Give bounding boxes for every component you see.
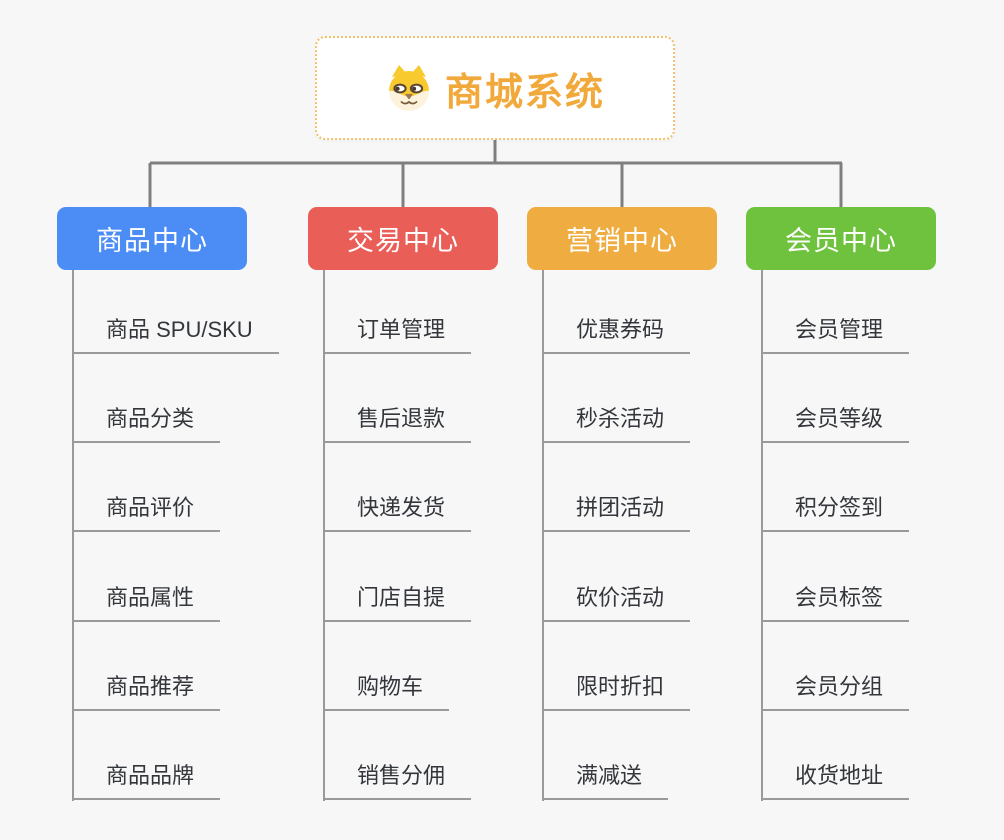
root-title: 商城系统 [444, 71, 605, 114]
leaf-item[interactable]: 购物车 [325, 671, 450, 711]
leaf-item[interactable]: 满减送 [544, 760, 669, 800]
leaf-item[interactable]: 商品 SPU/SKU [74, 314, 279, 354]
leaf-item[interactable]: 会员分组 [763, 671, 910, 711]
branch-label-marketing-center: 营销中心 [566, 226, 678, 256]
leaf-column-product: 商品 SPU/SKU 商品分类商品评价商品属性商品推荐商品品牌 [72, 270, 279, 801]
leaf-item[interactable]: 会员管理 [763, 314, 910, 354]
branch-node-trade-center[interactable]: 交易中心 [308, 207, 498, 270]
leaf-item[interactable]: 快递发货 [325, 492, 472, 533]
leaf-item[interactable]: 商品评价 [74, 492, 221, 533]
branch-label-member-center: 会员中心 [785, 226, 897, 256]
leaf-column-marketing: 优惠券码秒杀活动拼团活动砍价活动限时折扣满减送 [542, 270, 691, 801]
root-node[interactable]: 商城系统 [315, 36, 675, 140]
leaf-item[interactable]: 收货地址 [763, 760, 910, 800]
branch-node-member-center[interactable]: 会员中心 [746, 207, 936, 270]
leaf-column-member: 会员管理会员等级积分签到会员标签会员分组收货地址 [761, 270, 910, 801]
connector-lines [148, 140, 843, 207]
leaf-item[interactable]: 会员标签 [763, 582, 910, 622]
leaf-column-trade: 订单管理售后退款快递发货门店自提购物车销售分佣 [323, 270, 472, 801]
leaf-item[interactable]: 砍价活动 [544, 582, 691, 622]
leaf-item[interactable]: 门店自提 [325, 582, 472, 622]
branch-node-product-center[interactable]: 商品中心 [57, 207, 247, 270]
leaf-item[interactable]: 商品分类 [74, 403, 221, 444]
leaf-item[interactable]: 拼团活动 [544, 492, 691, 533]
leaf-item[interactable]: 商品品牌 [74, 760, 221, 800]
leaf-item[interactable]: 售后退款 [325, 403, 472, 444]
branch-label-trade-center: 交易中心 [347, 226, 459, 256]
leaf-item[interactable]: 商品属性 [74, 582, 221, 622]
branch-label-product-center: 商品中心 [96, 226, 208, 256]
leaf-item[interactable]: 优惠券码 [544, 314, 691, 354]
leaf-item[interactable]: 秒杀活动 [544, 403, 691, 444]
leaf-item[interactable]: 商品推荐 [74, 671, 221, 711]
leaf-item[interactable]: 销售分佣 [325, 760, 472, 800]
leaf-item[interactable]: 积分签到 [763, 492, 910, 533]
shiba-dog-icon [388, 65, 429, 111]
leaf-item[interactable]: 订单管理 [325, 314, 472, 354]
branch-node-marketing-center[interactable]: 营销中心 [527, 207, 717, 270]
leaf-item[interactable]: 会员等级 [763, 403, 910, 444]
leaf-item[interactable]: 限时折扣 [544, 671, 691, 711]
